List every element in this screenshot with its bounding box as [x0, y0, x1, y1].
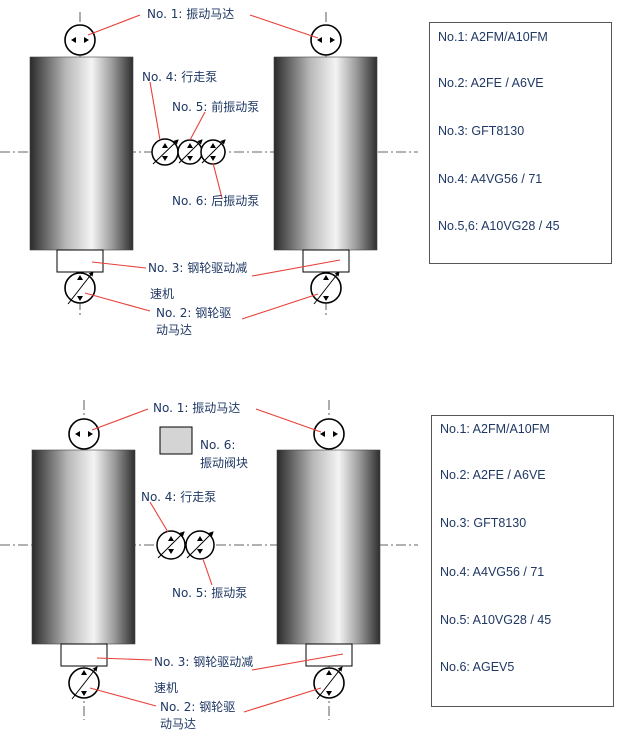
label-gearbox-line1: No. 3: 钢轮驱动减	[148, 261, 247, 275]
label-gearbox-line2: 速机	[154, 681, 178, 695]
leader-lines	[84, 14, 341, 320]
label-rear-vib-pump: No. 6: 后振动泵	[172, 194, 259, 208]
legend-row: No.6: AGEV5	[440, 660, 515, 674]
legend-row: No.3: GFT8130	[440, 516, 527, 530]
label-gearbox-line1: No. 3: 钢轮驱动减	[154, 655, 253, 669]
label-vib-motor: No. 1: 振动马达	[147, 7, 234, 21]
vib-valve-block	[159, 426, 193, 455]
legend-row: No.5,6: A10VG28 / 45	[438, 219, 560, 233]
legend-row: No.2: A2FE / A6VE	[438, 76, 544, 90]
label-vib-motor: No. 1: 振动马达	[153, 401, 240, 415]
legend-row: No.1: A2FM/A10FM	[438, 30, 548, 44]
drive-motor-left-icon	[68, 666, 100, 700]
gearbox-left	[56, 249, 104, 273]
legend-row: No.4: A4VG56 / 71	[438, 172, 543, 186]
legend-row: No.3: GFT8130	[438, 124, 525, 138]
legend-box-2: No.1: A2FM/A10FM No.2: A2FE / A6VE No.3:…	[431, 415, 614, 707]
drum-right	[276, 449, 381, 645]
vib-pump-icon	[185, 530, 215, 560]
drum-left	[31, 449, 136, 645]
leader-lines	[89, 408, 344, 713]
label-drive-motor-line1: No. 2: 钢轮驱	[160, 700, 235, 714]
vib-motor-left-icon	[64, 24, 96, 56]
label-drive-motor-line2: 动马达	[160, 717, 196, 731]
legend-row: No.2: A2FE / A6VE	[440, 468, 546, 482]
drive-motor-right-icon	[310, 271, 342, 305]
legend-row: No.5: A10VG28 / 45	[440, 613, 552, 627]
gearbox-left	[60, 643, 108, 667]
front-vib-pump-icon	[177, 139, 203, 165]
legend-box-1: No.1: A2FM/A10FM No.2: A2FE / A6VE No.3:…	[429, 22, 612, 264]
label-travel-pump: No. 4: 行走泵	[142, 70, 217, 84]
travel-pump-icon	[156, 530, 186, 560]
label-drive-motor-line1: No. 2: 钢轮驱	[156, 306, 231, 320]
diagram-2: No. 1: 振动马达 No. 6: 振动阀块 No. 4: 行走泵 No. 5…	[0, 400, 418, 731]
label-gearbox-line2: 速机	[150, 287, 174, 301]
gearbox-right	[302, 249, 350, 273]
label-vib-pump: No. 5: 振动泵	[172, 586, 247, 600]
label-travel-pump: No. 4: 行走泵	[141, 490, 216, 504]
label-valve-line2: 振动阀块	[200, 456, 248, 470]
drum-right	[273, 56, 378, 251]
diagram-1: No. 1: 振动马达 No. 4: 行走泵 No. 5: 前振动泵 No. 6…	[0, 7, 418, 337]
drive-motor-left-icon	[64, 271, 96, 305]
vib-motor-right-icon	[310, 24, 342, 56]
travel-pump-icon	[151, 138, 179, 166]
label-front-vib-pump: No. 5: 前振动泵	[172, 99, 259, 114]
label-valve-line1: No. 6:	[200, 438, 235, 452]
rear-vib-pump-icon	[200, 139, 226, 165]
vib-motor-left-icon	[68, 418, 100, 450]
drive-motor-right-icon	[313, 666, 345, 700]
vib-motor-right-icon	[313, 418, 345, 450]
gearbox-right	[305, 643, 353, 667]
legend-row: No.4: A4VG56 / 71	[440, 565, 545, 579]
drum-left	[29, 56, 134, 251]
label-drive-motor-line2: 动马达	[156, 323, 192, 337]
legend-row: No.1: A2FM/A10FM	[440, 422, 550, 436]
